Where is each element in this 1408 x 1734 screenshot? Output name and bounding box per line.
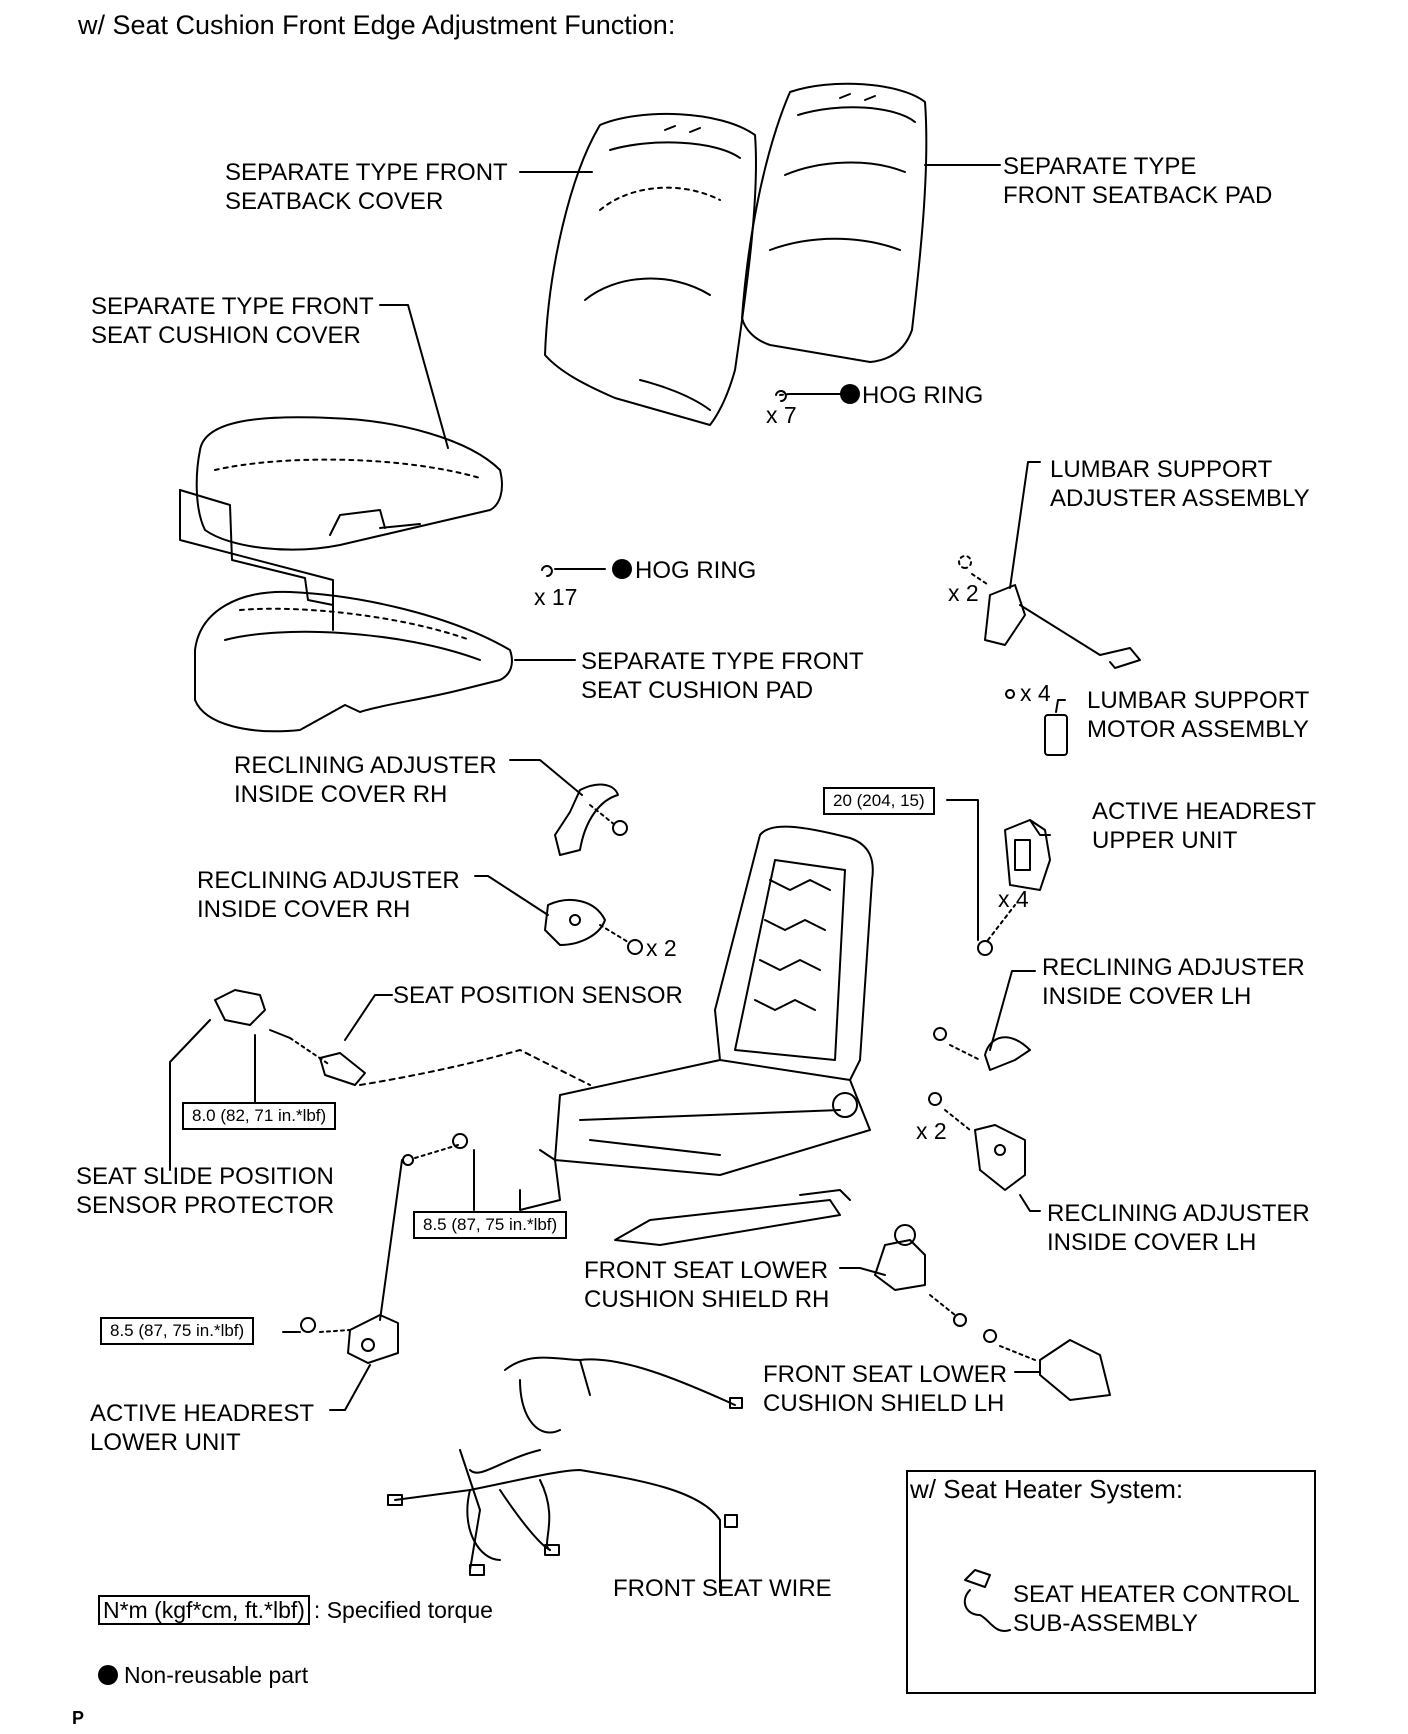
label-seat-position-sensor: SEAT POSITION SENSOR — [393, 982, 683, 1009]
qty-reclining-lh-screws: x 2 — [916, 1118, 947, 1144]
seatback-cover-drawing — [544, 112, 757, 426]
legend-non-reusable: Non-reusable part — [98, 1661, 308, 1689]
qty-hog-ring-upper: x 7 — [766, 402, 797, 428]
seat-cushion-pad-drawing — [194, 590, 513, 733]
label-hog-ring-upper: HOG RING — [862, 382, 984, 409]
label-seat-heater-control: SEAT HEATER CONTROL SUB-ASSEMBLY — [1013, 1581, 1300, 1637]
torque-headrest-upper: 20 (204, 15) — [823, 787, 935, 815]
qty-lumbar-adjuster-bolts: x 2 — [948, 580, 979, 606]
qty-lumbar-motor-screws: x 4 — [1020, 680, 1051, 706]
label-lumbar-motor: LUMBAR SUPPORT MOTOR ASSEMBLY — [1087, 687, 1310, 743]
label-active-headrest-upper: ACTIVE HEADREST UPPER UNIT — [1092, 798, 1317, 854]
label-cushion-pad: SEPARATE TYPE FRONT SEAT CUSHION PAD — [581, 648, 864, 704]
label-lumbar-adjuster: LUMBAR SUPPORT ADJUSTER ASSEMBLY — [1050, 456, 1310, 512]
label-lower-shield-lh: FRONT SEAT LOWER CUSHION SHIELD LH — [763, 1361, 1008, 1417]
seat-frame-drawing — [519, 825, 874, 1246]
page-mark: P — [72, 1708, 85, 1728]
legend-torque-box: N*m (kgf*cm, ft.*lbf) — [98, 1595, 310, 1625]
reclining-cover-lh-2-drawing — [928, 1092, 1041, 1212]
label-seatback-pad: SEPARATE TYPE FRONT SEATBACK PAD — [1003, 153, 1273, 209]
lumbar-motor-drawing — [1005, 689, 1068, 756]
label-active-headrest-lower: ACTIVE HEADREST LOWER UNIT — [90, 1400, 315, 1456]
label-lower-shield-rh: FRONT SEAT LOWER CUSHION SHIELD RH — [584, 1257, 830, 1313]
seat-position-sensor-drawing — [269, 994, 591, 1086]
active-headrest-lower-drawing — [282, 1133, 475, 1411]
seat-heater-control-drawing — [963, 1569, 1011, 1632]
label-front-seat-wire: FRONT SEAT WIRE — [613, 1575, 832, 1602]
reclining-cover-rh-1-drawing — [509, 759, 628, 856]
lumbar-adjuster-drawing — [958, 461, 1141, 669]
torque-headrest-lower-bolt: 8.5 (87, 75 in.*lbf) — [413, 1211, 568, 1239]
label-reclining-lh-1: RECLINING ADJUSTER INSIDE COVER LH — [1042, 954, 1305, 1010]
sensor-protector-drawing — [169, 989, 266, 1171]
label-reclining-lh-2: RECLINING ADJUSTER INSIDE COVER LH — [1047, 1200, 1310, 1256]
diagram-title: w/ Seat Cushion Front Edge Adjustment Fu… — [78, 10, 676, 40]
label-reclining-rh-2: RECLINING ADJUSTER INSIDE COVER RH — [197, 867, 460, 923]
label-cushion-cover: SEPARATE TYPE FRONT SEAT CUSHION COVER — [91, 293, 374, 349]
seat-heater-inset — [906, 1470, 1316, 1694]
non-reusable-dot-icon — [98, 1665, 118, 1685]
reclining-cover-rh-2-drawing — [474, 875, 643, 955]
legend-torque: N*m (kgf*cm, ft.*lbf): Specified torque — [98, 1595, 493, 1625]
lower-shield-lh-drawing — [983, 1329, 1111, 1401]
label-reclining-rh-1: RECLINING ADJUSTER INSIDE COVER RH — [234, 752, 497, 808]
legend-torque-text: : Specified torque — [313, 1597, 493, 1623]
seat-cushion-cover-drawing — [195, 416, 503, 551]
qty-headrest-upper-nuts: x 4 — [998, 886, 1029, 912]
lower-shield-rh-drawing — [839, 1224, 967, 1327]
active-headrest-upper-drawing — [1004, 819, 1051, 891]
front-seat-wire-drawing — [387, 1356, 743, 1593]
inset-title: w/ Seat Heater System: — [910, 1474, 1184, 1504]
label-seat-slide-protector: SEAT SLIDE POSITION SENSOR PROTECTOR — [76, 1163, 335, 1219]
torque-sensor-protector: 8.0 (82, 71 in.*lbf) — [182, 1102, 337, 1130]
torque-headrest-lower-nut: 8.5 (87, 75 in.*lbf) — [100, 1317, 255, 1345]
legend-non-reusable-text: Non-reusable part — [124, 1662, 309, 1688]
qty-reclining-rh-screws: x 2 — [646, 935, 677, 961]
qty-hog-ring-lower: x 17 — [534, 584, 578, 610]
seatback-pad-drawing — [741, 82, 928, 363]
label-seatback-cover: SEPARATE TYPE FRONT SEATBACK COVER — [225, 159, 508, 215]
reclining-cover-lh-1-drawing — [933, 970, 1036, 1071]
label-hog-ring-lower: HOG RING — [635, 557, 757, 584]
